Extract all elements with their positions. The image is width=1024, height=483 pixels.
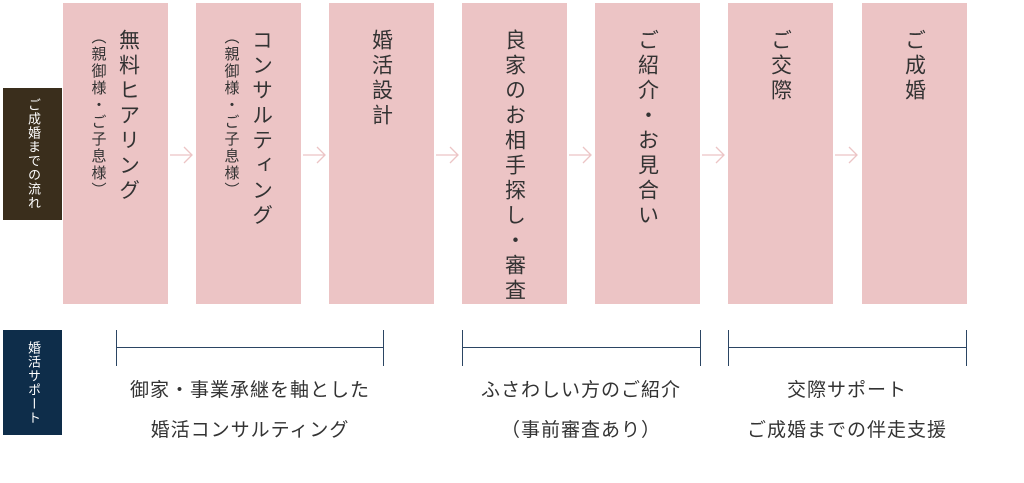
support-range-bracket: [462, 330, 701, 366]
support-caption-3: 交際サポートご成婚までの伴走支援: [697, 370, 997, 450]
step-title: 婚活設計: [369, 29, 394, 129]
support-range-bracket: [116, 330, 384, 366]
step-2: コンサルティング （親御様・ご子息様）: [196, 3, 301, 304]
flow-label: ご成婚までの流れ: [3, 88, 62, 220]
arrow-right-icon: [303, 146, 326, 164]
support-caption-2: ふさわしい方のご紹介 （事前審査あり）: [431, 370, 731, 450]
step-6: ご交際: [728, 3, 833, 304]
step-title: コンサルティング: [249, 29, 274, 229]
step-title: 無料ヒアリング: [116, 29, 141, 204]
caption-line: ご成婚までの伴走支援: [746, 419, 947, 441]
support-caption-1: 御家・事業承継を軸とした婚活コンサルティング: [100, 370, 400, 450]
flow-label-text: ご成婚までの流れ: [25, 98, 40, 210]
step-1: 無料ヒアリング （親御様・ご子息様）: [63, 3, 168, 304]
caption-line: 交際サポート: [786, 379, 907, 401]
arrow-right-icon: [569, 146, 592, 164]
arrow-right-icon: [436, 146, 459, 164]
caption-line: 御家・事業承継を軸とした: [129, 379, 370, 401]
step-7: ご成婚: [862, 3, 967, 304]
arrow-right-icon: [835, 146, 858, 164]
step-title: 良家のお相手探し・審査: [502, 29, 527, 304]
arrow-right-icon: [170, 146, 193, 164]
support-range-bracket: [728, 330, 967, 366]
caption-line: 婚活コンサルティング: [150, 419, 350, 441]
step-title: ご成婚: [902, 29, 927, 104]
step-4: 良家のお相手探し・審査: [462, 3, 567, 304]
support-label: 婚活サポート: [3, 330, 62, 435]
step-subtitle: （親御様・ご子息様）: [89, 29, 108, 199]
step-title: ご紹介・お見合い: [635, 29, 660, 229]
arrow-right-icon: [702, 146, 725, 164]
step-subtitle: （親御様・ご子息様）: [222, 29, 241, 199]
caption-line: ふさわしい方のご紹介: [480, 379, 681, 401]
step-3: 婚活設計: [329, 3, 434, 304]
step-title: ご交際: [768, 29, 793, 104]
step-5: ご紹介・お見合い: [595, 3, 700, 304]
support-label-text: 婚活サポート: [25, 340, 40, 425]
caption-line: （事前審査あり）: [500, 419, 661, 441]
